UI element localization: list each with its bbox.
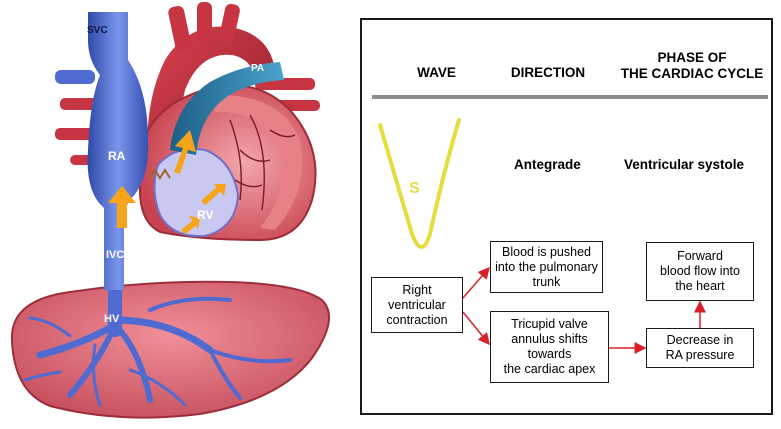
arrow-up-rv — [174, 130, 196, 174]
box-tricuspid-shift: Tricupid valve annulus shifts towards th… — [490, 311, 609, 383]
phase-value: Ventricular systole — [624, 157, 745, 172]
header-phase-line1: PHASE OF — [657, 50, 727, 65]
header-divider — [372, 95, 768, 99]
tric-line-2: annulus shifts — [511, 332, 588, 346]
push-line-3: trunk — [532, 274, 561, 289]
arrow-to-push — [462, 266, 490, 299]
heart-illustration: SVC PA RA RV IVC HV — [10, 2, 330, 419]
header-wave: WAVE — [417, 65, 456, 80]
vena-cava — [87, 12, 149, 290]
vein-branch — [55, 70, 95, 84]
rvc-line-1: Right — [402, 282, 432, 297]
pulmonary-artery — [170, 62, 284, 155]
hepatic-veins — [23, 261, 292, 407]
box-right-ventricular-contraction: Right ventricular contraction — [371, 277, 463, 333]
dec-line-2: RA pressure — [665, 348, 735, 362]
box-forward-flow: Forward blood flow into the heart — [646, 242, 754, 301]
label-pa: PA — [251, 63, 264, 74]
label-svc: SVC — [87, 25, 108, 36]
arrow-rv-2-head — [189, 216, 200, 229]
dec-line-1: Decrease in — [666, 333, 734, 347]
valve-zigzag — [149, 168, 171, 180]
interior-wall — [210, 94, 303, 230]
flow-connectors — [462, 266, 706, 354]
fwd-line-1: Forward — [677, 249, 723, 263]
direction-value: Antegrade — [514, 157, 581, 172]
header-phase: PHASE OF THE CARDIAC CYCLE — [612, 50, 772, 82]
fwd-line-2: blood flow into — [660, 264, 740, 278]
arch-branch-2 — [197, 2, 212, 42]
arch-branch-1 — [168, 5, 192, 52]
arrow-up-ivc — [108, 186, 136, 228]
tric-line-3: towards — [527, 347, 572, 361]
label-rv: RV — [197, 208, 213, 222]
wave-table-panel: WAVE DIRECTION PHASE OF THE CARDIAC CYCL… — [360, 18, 773, 415]
push-line-1: Blood is pushed — [502, 244, 591, 259]
s-wave-curve — [378, 118, 461, 249]
rvc-line-2: ventricular — [388, 297, 446, 312]
arrow-to-tric — [462, 311, 490, 346]
label-ivc: IVC — [106, 249, 124, 261]
label-ra: RA — [108, 149, 126, 163]
label-hv: HV — [104, 313, 120, 325]
tric-line-4: the cardiac apex — [503, 362, 596, 376]
flow-arrows — [108, 130, 226, 235]
rvc-line-3: contraction — [386, 312, 448, 327]
header-phase-line2: THE CARDIAC CYCLE — [620, 66, 764, 81]
s-wave-graphic: S — [378, 118, 461, 249]
s-wave-label: S — [409, 180, 420, 197]
fwd-line-3: the heart — [675, 279, 725, 293]
box-blood-pushed: Blood is pushed into the pulmonary trunk — [490, 241, 603, 293]
liver — [10, 280, 330, 419]
arrow-rv-2 — [181, 219, 198, 235]
header-direction: DIRECTION — [510, 65, 586, 80]
box-ra-pressure-decrease: Decrease in RA pressure — [646, 328, 754, 368]
arrow-rv-1-head — [214, 184, 226, 196]
arrow-rv-1 — [201, 185, 222, 206]
push-line-2: into the pulmonary — [495, 259, 598, 274]
coronary-vessels — [229, 114, 296, 211]
tric-line-1: Tricupid valve — [511, 317, 588, 331]
arch-branch-3 — [219, 3, 240, 44]
